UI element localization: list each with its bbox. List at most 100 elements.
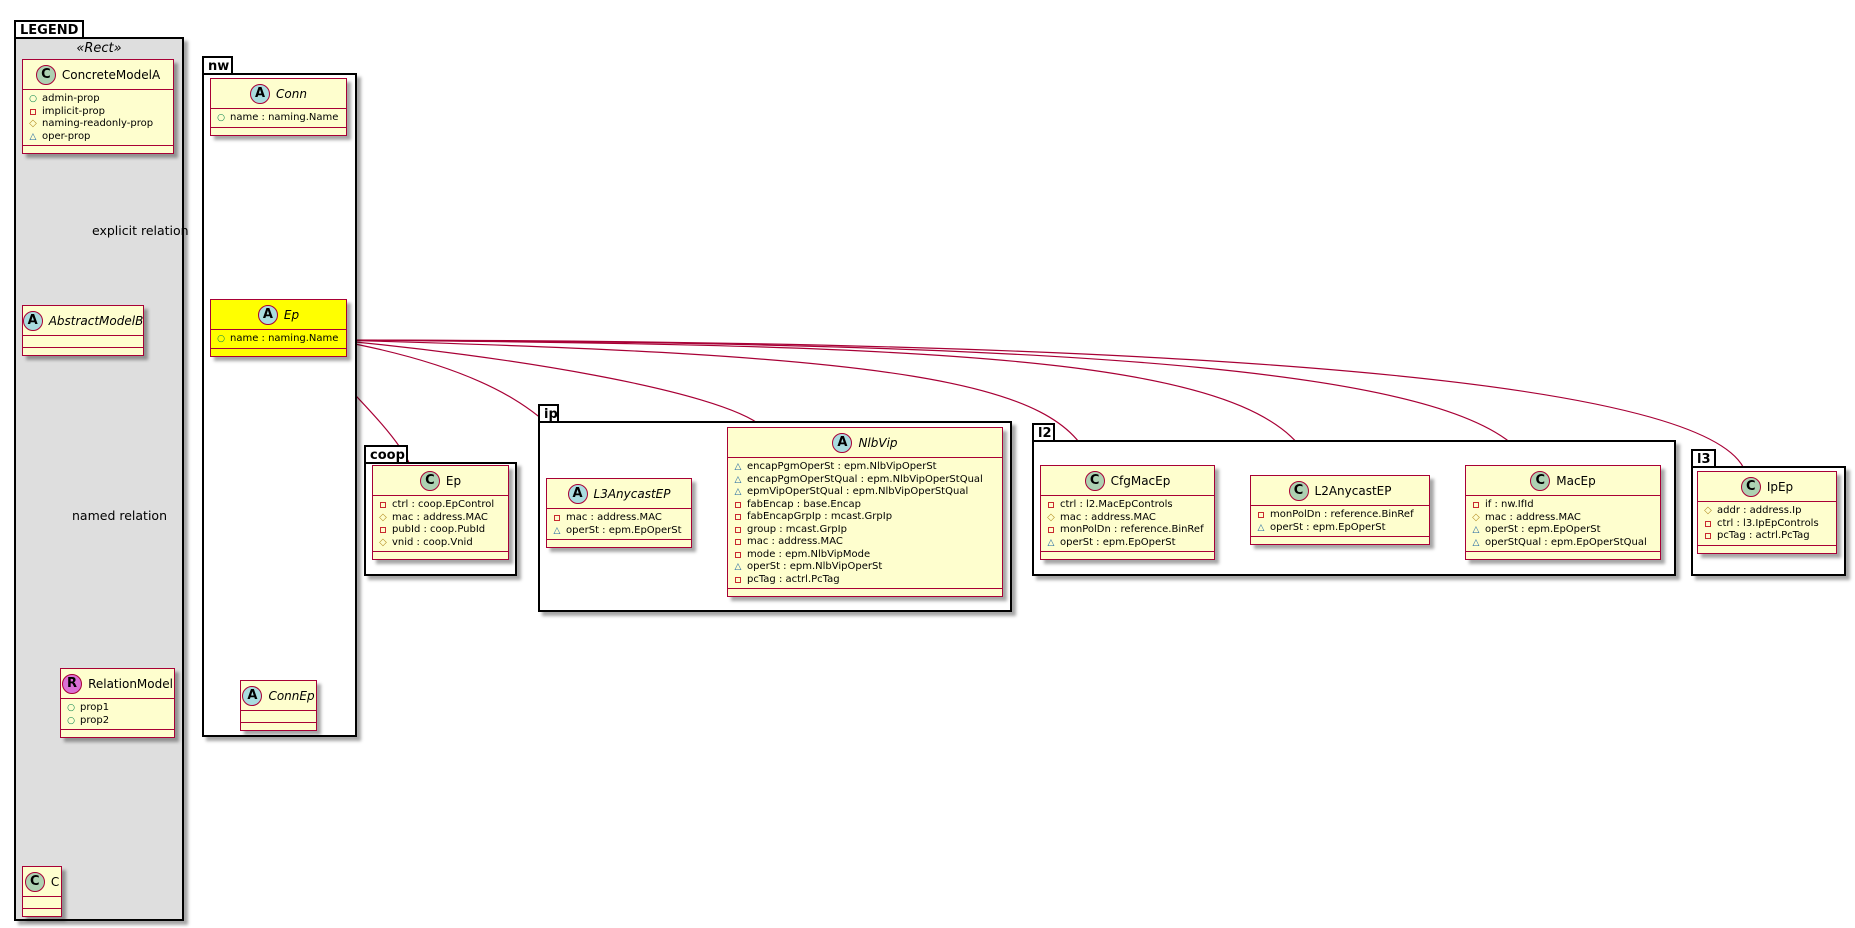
class-name: AbstractModelB <box>48 313 144 328</box>
visibility-priv-icon <box>379 526 387 534</box>
class-ip-l3anycastep[interactable]: A L3AnycastEP mac : address.MACoperSt : ep… <box>546 478 692 548</box>
attribute-text: mac : address.MAC <box>747 536 843 547</box>
class-name: L2AnycastEP <box>1314 483 1392 498</box>
visibility-pkgv-icon <box>1472 539 1480 547</box>
attribute-row: encapPgmOperStQual : epm.NlbVipOperStQua… <box>734 474 996 487</box>
package-tab-l2: l2 <box>1032 423 1055 441</box>
attribute-text: monPolDn : reference.BinRef <box>1060 524 1204 535</box>
class-methods <box>23 909 61 916</box>
visibility-priv-icon <box>734 526 742 534</box>
attribute-text: encapPgmOperStQual : epm.NlbVipOperStQua… <box>747 473 983 485</box>
attribute-text: naming-readonly-prop <box>42 118 154 129</box>
package-tab-nw: nw <box>202 56 233 74</box>
class-attributes: encapPgmOperSt : epm.NlbVipOperStencapPg… <box>728 458 1002 589</box>
attribute-text: prop2 <box>80 714 110 726</box>
visibility-pkgv-icon <box>734 463 742 471</box>
attribute-text: fabEncap : base.Encap <box>747 498 861 510</box>
attribute-row: fabEncap : base.Encap <box>734 499 996 512</box>
class-name: RelationModel <box>88 676 173 691</box>
class-methods <box>1698 546 1836 553</box>
class-name: L3AnycastEP <box>593 486 671 501</box>
attribute-row: ctrl : l3.IpEpControls <box>1704 518 1830 531</box>
class-kind-a-icon: A <box>242 685 263 706</box>
attribute-row: group : mcast.GrpIp <box>734 524 996 537</box>
attribute-text: vnid : coop.Vnid <box>392 536 473 548</box>
visibility-prot-icon <box>1047 514 1055 522</box>
package-tab-legend: LEGEND <box>14 20 84 38</box>
class-ip-nlbvip[interactable]: ANlbVipencapPgmOperSt : epm.NlbVipOperSt… <box>727 427 1003 597</box>
visibility-prot-icon <box>29 120 37 128</box>
visibility-prot-icon <box>1704 507 1712 515</box>
attribute-text: admin-prop <box>42 93 100 104</box>
attribute-text: operSt : epm.EpOperSt <box>1485 524 1601 535</box>
attribute-text: oper-prop <box>42 130 91 142</box>
visibility-pkgv-icon <box>734 476 742 484</box>
attribute-text: group : mcast.GrpIp <box>747 523 847 535</box>
attribute-text: pcTag : actrl.PcTag <box>1717 530 1810 541</box>
class-name: NlbVip <box>858 435 898 450</box>
visibility-priv-icon <box>734 538 742 546</box>
attribute-text: mode : epm.NlbVipMode <box>747 548 871 560</box>
class-attributes: monPolDn : reference.BinRefoperSt : epm.… <box>1251 506 1429 537</box>
attribute-text: ctrl : coop.EpControl <box>392 499 495 510</box>
attribute-text: operSt : epm.NlbVipOperSt <box>747 561 883 572</box>
attribute-row: prop2 <box>67 715 168 728</box>
attribute-text: mac : address.MAC <box>1485 511 1581 523</box>
visibility-priv-icon <box>1704 532 1712 540</box>
class-kind-c-icon: C <box>35 64 56 85</box>
class-kind-c-icon: C <box>1530 470 1551 491</box>
visibility-priv-icon <box>734 576 742 584</box>
class-name: ConcreteModelA <box>61 67 161 82</box>
class-attributes: addr : address.Ip ctrl : l3.IpEpControlsp… <box>1698 502 1836 546</box>
attribute-row: operSt : epm.EpOperSt <box>1047 537 1208 550</box>
attribute-row: prop1 <box>67 702 168 715</box>
visibility-pkgv-icon <box>1257 524 1265 532</box>
attribute-text: operSt : epm.EpOperSt <box>1270 521 1386 533</box>
class-attributes <box>23 897 61 909</box>
attribute-text: addr : address.Ip <box>1717 505 1802 516</box>
visibility-pub-icon <box>67 704 75 712</box>
class-methods <box>23 348 143 355</box>
named-relation-label: named relation <box>72 508 167 523</box>
class-attributes <box>23 336 143 348</box>
attribute-text: operStQual : epm.EpOperStQual <box>1485 536 1647 548</box>
class-attributes <box>241 711 316 723</box>
class-concrete-model-a[interactable]: C ConcreteModelA admin-propimplicit-propna… <box>22 59 174 154</box>
attribute-row: mac : address.MAC <box>1472 512 1654 525</box>
visibility-priv-icon <box>553 514 561 522</box>
class-kind-c-icon: C <box>24 871 45 892</box>
attribute-row: naming-readonly-prop <box>29 118 167 131</box>
visibility-pub-icon <box>217 114 225 122</box>
class-methods <box>211 128 346 135</box>
visibility-priv-icon <box>1472 501 1480 509</box>
attribute-text: implicit-prop <box>42 105 105 117</box>
class-header: C ConcreteModelA <box>23 60 173 90</box>
attribute-row: oper-prop <box>29 131 167 144</box>
package-legend: «Rect» <box>14 37 184 921</box>
attribute-text: fabEncapGrpIp : mcast.GrpIp <box>747 511 893 522</box>
class-relation-model[interactable]: R RelationModel prop1prop2 <box>60 668 175 738</box>
visibility-priv-icon <box>29 108 37 116</box>
attribute-row: addr : address.Ip <box>1704 505 1830 518</box>
class-kind-a-icon: A <box>567 483 588 504</box>
class-kind-c-icon: C <box>1084 470 1105 491</box>
package-tab-ip: ip <box>538 404 559 422</box>
attribute-text: mac : address.MAC <box>566 512 662 523</box>
class-kind-c-icon: C <box>1288 480 1309 501</box>
class-attributes: ctrl : l2.MacEpControlsmac : address.MAC… <box>1041 496 1214 552</box>
class-nw-conn[interactable]: AConnname : naming.Name <box>210 78 347 136</box>
class-l2-l2anycastep[interactable]: C L2AnycastEP monPolDn : reference.BinRefo… <box>1250 475 1430 545</box>
attribute-text: operSt : epm.EpOperSt <box>566 524 682 536</box>
class-nw-ep[interactable]: AEpname : naming.Name <box>210 299 347 357</box>
attribute-text: epmVipOperStQual : epm.NlbVipOperStQual <box>747 486 969 497</box>
class-kind-r-icon: R <box>62 673 83 694</box>
